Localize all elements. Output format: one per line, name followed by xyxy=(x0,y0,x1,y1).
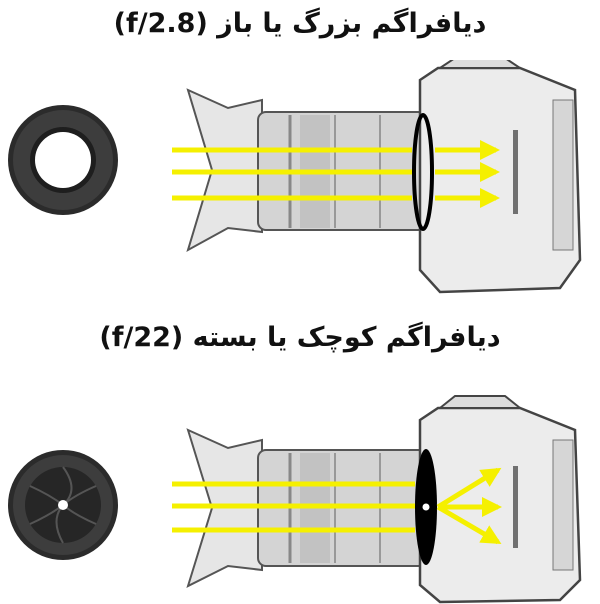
aperture-pinhole xyxy=(422,503,430,511)
sensor-plane-2 xyxy=(513,466,518,548)
diagram-large-aperture xyxy=(8,60,582,294)
diagram-small-aperture xyxy=(8,395,582,604)
dslr-camera-lens-illustration-2 xyxy=(186,395,582,604)
sensor-plane xyxy=(513,130,518,214)
wide-aperture-ring-icon xyxy=(8,105,118,215)
light-rays-out xyxy=(436,467,502,545)
light-rays-in xyxy=(172,481,415,533)
narrow-aperture-iris-icon xyxy=(8,450,118,560)
light-rays xyxy=(172,140,500,208)
dslr-camera-lens-illustration xyxy=(186,60,582,294)
caption-large-aperture: دیافراگم بزرگ یا باز (f/2.8) xyxy=(113,8,487,39)
caption-small-aperture: دیافراگم کوچک یا بسته (f/22) xyxy=(99,322,501,353)
open-aperture-outline xyxy=(412,113,434,231)
